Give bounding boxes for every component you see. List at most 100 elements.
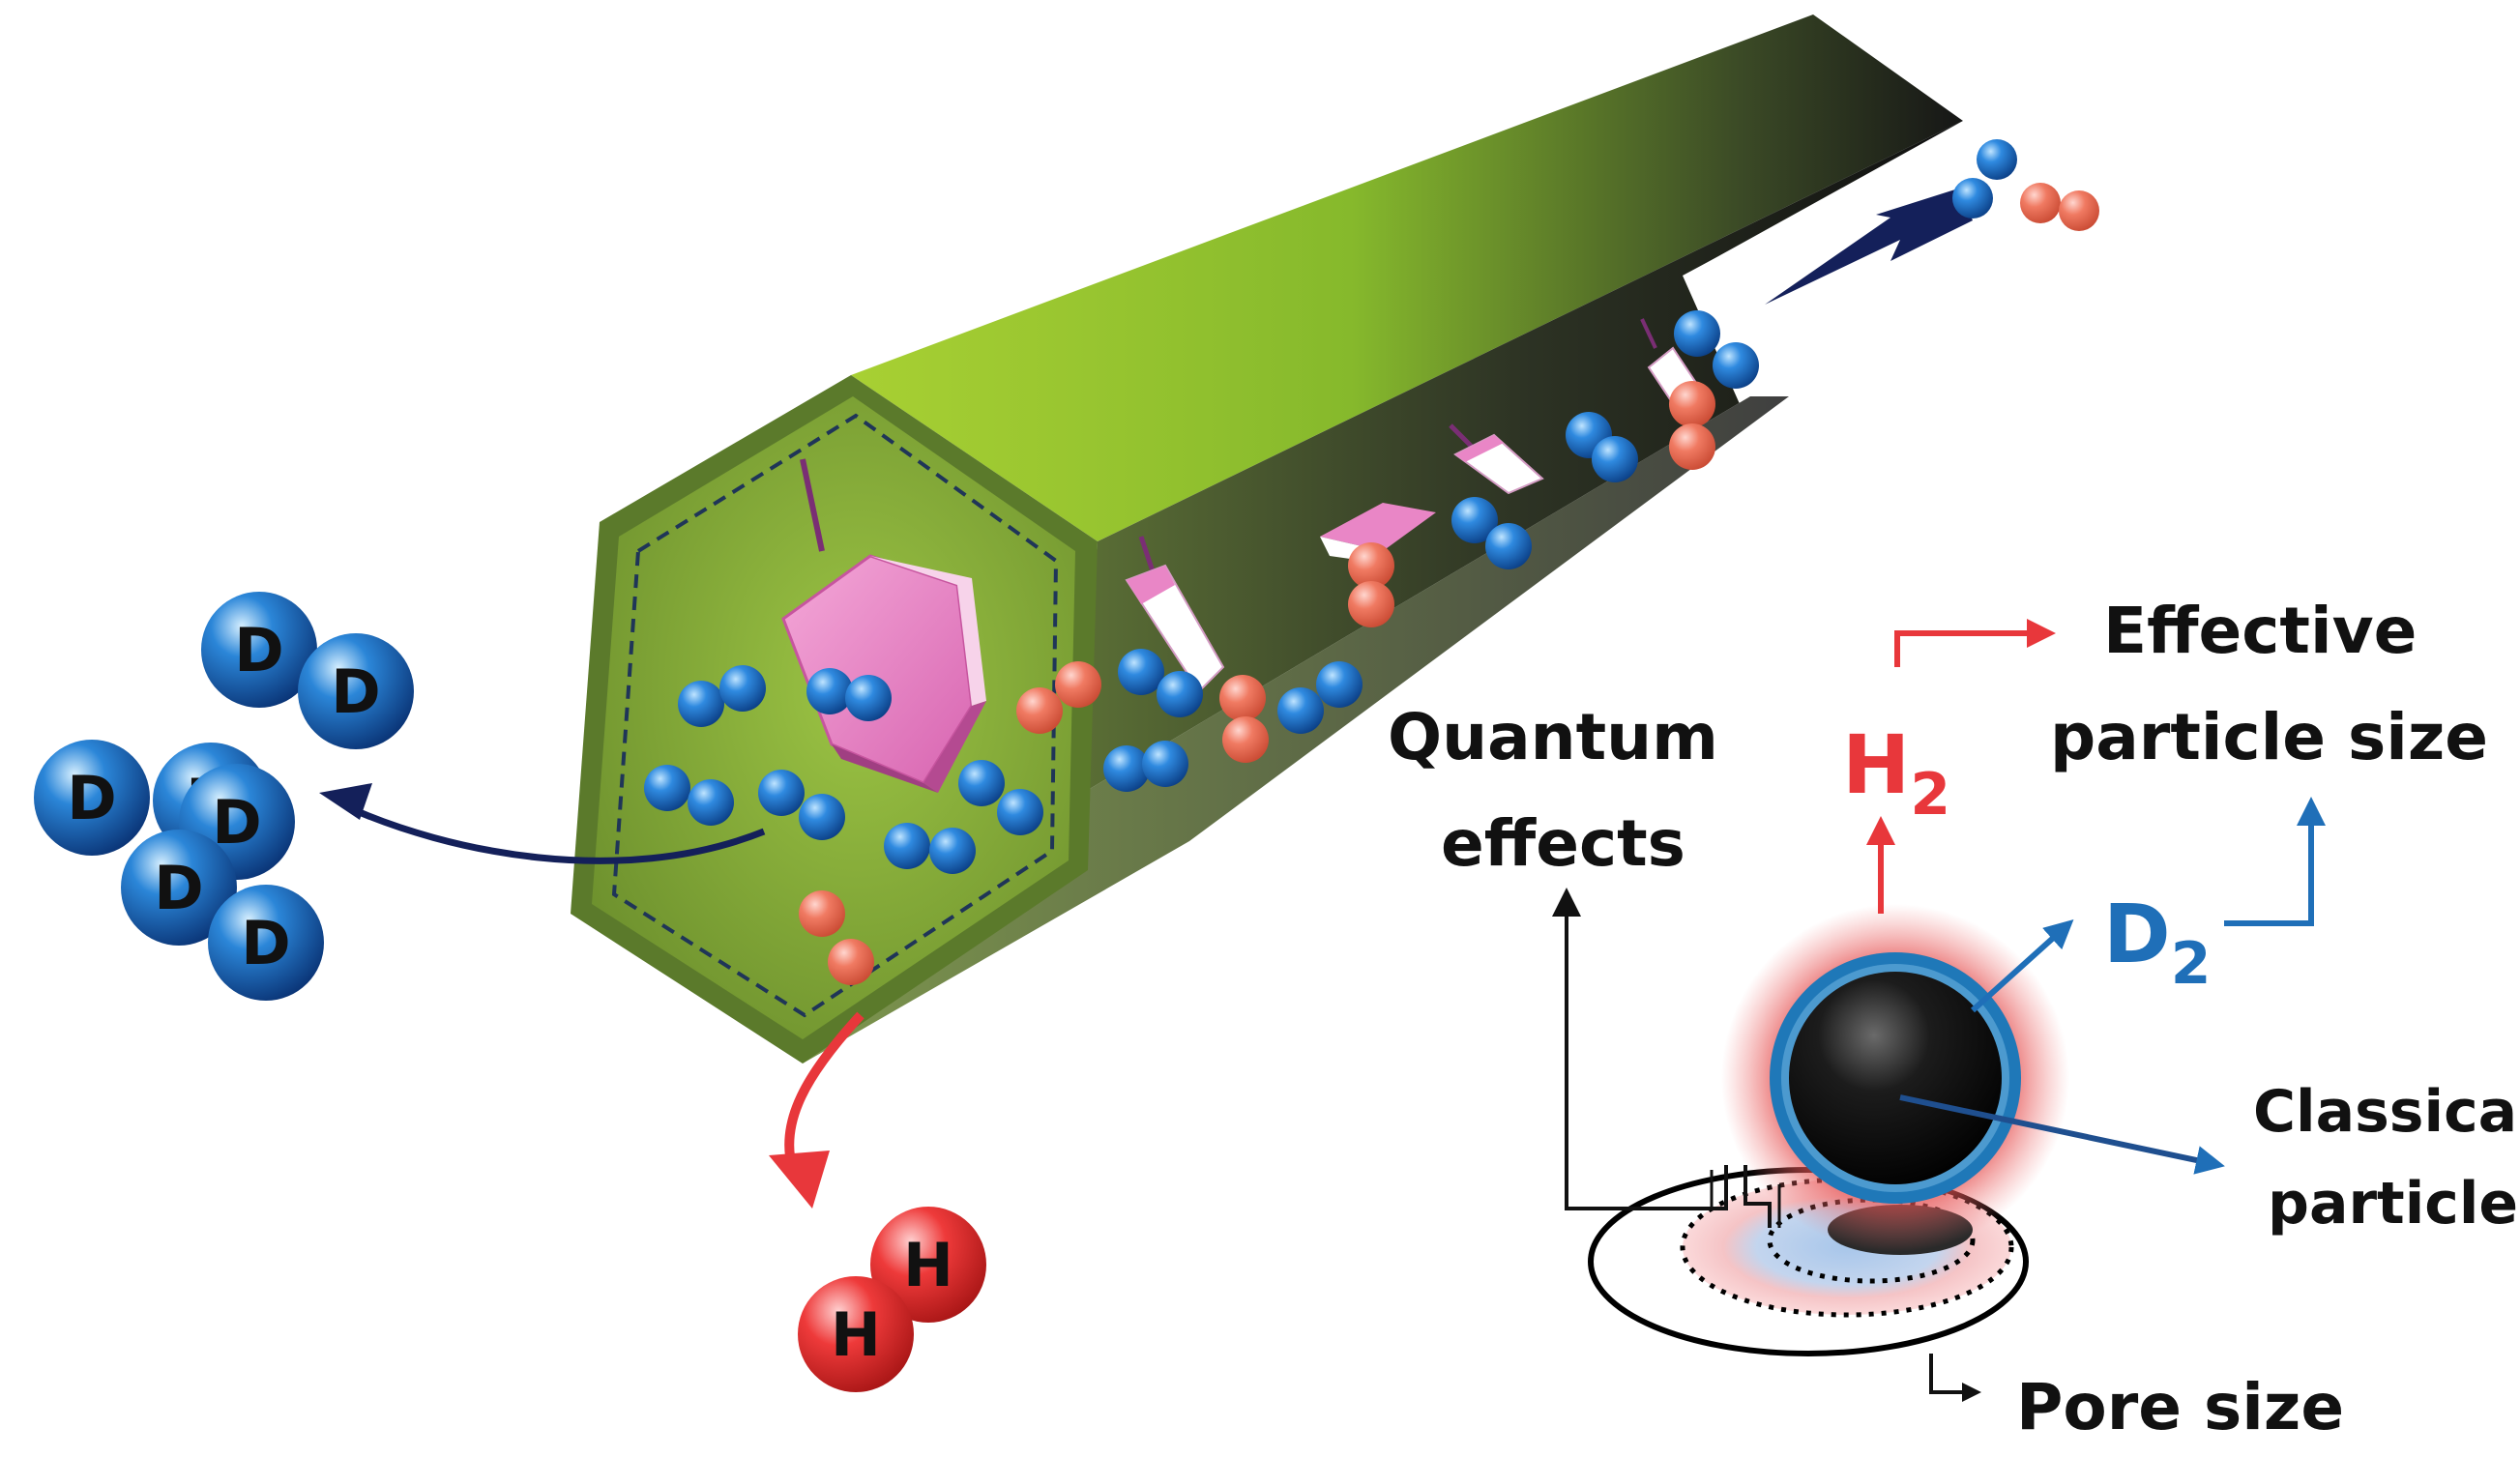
classical-label-line2: particle (2268, 1170, 2518, 1238)
deuterium-atom: D (208, 885, 324, 1001)
deuterium-pair-atom (644, 765, 690, 811)
hydrogen-pair-inlet-atom (2020, 183, 2061, 223)
deuterium-pair (958, 760, 1043, 835)
deuterium-exit-arrowhead (319, 783, 372, 820)
d2-arrow (1970, 918, 2074, 1013)
deuterium-pair (758, 770, 845, 840)
hydrogen-pair-atom (1669, 423, 1715, 470)
deuterium-pair-inlet-atom (1977, 139, 2017, 180)
hydrogen-pair (1669, 381, 1715, 470)
deuterium-letter: D (212, 787, 261, 858)
effective-label-line1: Effective (2103, 594, 2417, 668)
d2-label: D2 (2103, 887, 2211, 998)
inlet-arrow (1765, 189, 1973, 305)
deuterium-pair (1277, 661, 1363, 734)
channel-hex-dashed (611, 413, 1059, 1018)
deuterium-pair-atom (958, 760, 1005, 806)
pore-dotted-outer (1680, 1177, 2014, 1318)
deuterium-pair-atom (1674, 310, 1720, 357)
deuterium-atom-sphere (208, 885, 324, 1001)
hydrogen-pair-atom (1348, 581, 1394, 627)
inlet-molecules (1952, 139, 2099, 231)
h2-label-base: H (1842, 717, 1910, 812)
hydrogen-pair-inlet (2020, 183, 2099, 231)
deuterium-pair-atom (688, 779, 734, 826)
crystal-3 (1449, 423, 1544, 495)
deuterium-pair-atom (1713, 342, 1759, 389)
channel-inner-wall (1083, 121, 1963, 793)
deuterium-pair (1451, 497, 1532, 569)
hydrogen-pair-atom (1055, 661, 1101, 708)
hydrogen-molecule: HH (798, 1207, 986, 1392)
deuterium-pair-atom (799, 794, 845, 840)
deuterium-pair (678, 665, 766, 727)
deuterium-atom-sphere (34, 740, 150, 856)
deuterium-pair-atom (719, 665, 766, 712)
hydrogen-pair-atom (1222, 716, 1269, 763)
membrane-channel (571, 15, 1973, 1064)
deuterium-pair-atom (1157, 671, 1203, 717)
pore-size-bracket (1929, 1354, 1981, 1402)
deuterium-pair-atom (929, 828, 976, 874)
classical-arrow (1899, 1094, 2225, 1175)
deuterium-pair (1103, 741, 1188, 792)
deuterium-letter: D (234, 615, 283, 685)
d2-label-base: D (2103, 887, 2171, 981)
deuterium-pair (884, 823, 976, 874)
deuterium-atom: D (34, 740, 150, 856)
deuterium-pair-atom (1118, 649, 1164, 695)
pore-dotted-inner (1767, 1197, 1976, 1284)
d2-label-sub: 2 (2171, 930, 2212, 998)
deuterium-pair (1566, 412, 1638, 482)
crystal-1 (1125, 536, 1225, 693)
d2-effective-bracket (2224, 797, 2326, 926)
classical-particle-ball (1789, 972, 2002, 1184)
deuterium-atom-sphere (298, 633, 414, 749)
deuterium-letter: D (154, 853, 203, 923)
h2-label: H2 (1842, 717, 1950, 829)
deuterium-atom-sphere (121, 830, 237, 946)
hydrogen-pair-atom (799, 890, 845, 937)
deuterium-pair (1118, 649, 1203, 717)
hydrogen-pair (1219, 675, 1269, 763)
h2-label-sub: 2 (1910, 761, 1950, 829)
quantum-effects-line (1565, 914, 1772, 1228)
hydrogen-pair (799, 890, 874, 985)
deuterium-pair-atom (1316, 661, 1363, 708)
deuterium-pair-atom (884, 823, 930, 869)
hydrogen-atom: H (870, 1207, 986, 1323)
hydrogen-letter: H (831, 1299, 881, 1370)
hydrogen-pair-atom (1348, 542, 1394, 589)
deuterium-pair-atom (997, 789, 1043, 835)
deuterium-pair-atom (1592, 436, 1638, 482)
quantum-label-line2: effects (1441, 806, 1685, 881)
deuterium-exit-arrow (346, 803, 766, 864)
deuterium-pair-atom (1103, 745, 1150, 792)
quantum-label-line1: Quantum (1388, 700, 1718, 774)
hydrogen-pair-atom (1219, 675, 1266, 721)
classical-label-line1: Classical (2253, 1078, 2520, 1146)
deuterium-atom: D (121, 830, 237, 946)
deuterium-pair-atom (1277, 687, 1324, 734)
deuterium-letter: D (241, 908, 290, 978)
deuterium-pair-atom (1451, 497, 1498, 543)
deuterium-pair-atom (758, 770, 805, 816)
deuterium-pair (806, 668, 892, 721)
hydrogen-atom: H (798, 1276, 914, 1392)
deuterium-atom: D (201, 592, 317, 708)
deuterium-atom: D (298, 633, 414, 749)
deuterium-pair-atom (845, 675, 892, 721)
hydrogen-pair-inlet-atom (2059, 190, 2099, 231)
hydrogen-exit-arrow (784, 1011, 864, 1172)
hydrogen-letter: H (903, 1230, 953, 1300)
hydrogen-pair-atom (1669, 381, 1715, 427)
crystal-large (781, 458, 986, 793)
hydrogen-atom-sphere (870, 1207, 986, 1323)
hydrogen-pair-atom (1016, 687, 1063, 734)
deuterium-pair-atom (806, 668, 853, 714)
deuterium-pair-atom (678, 681, 724, 727)
hydrogen-pair-atom (828, 939, 874, 985)
hydrogen-atom-sphere (798, 1276, 914, 1392)
pore-size-label: Pore size (2016, 1370, 2344, 1444)
hydrogen-pair (1348, 542, 1394, 627)
